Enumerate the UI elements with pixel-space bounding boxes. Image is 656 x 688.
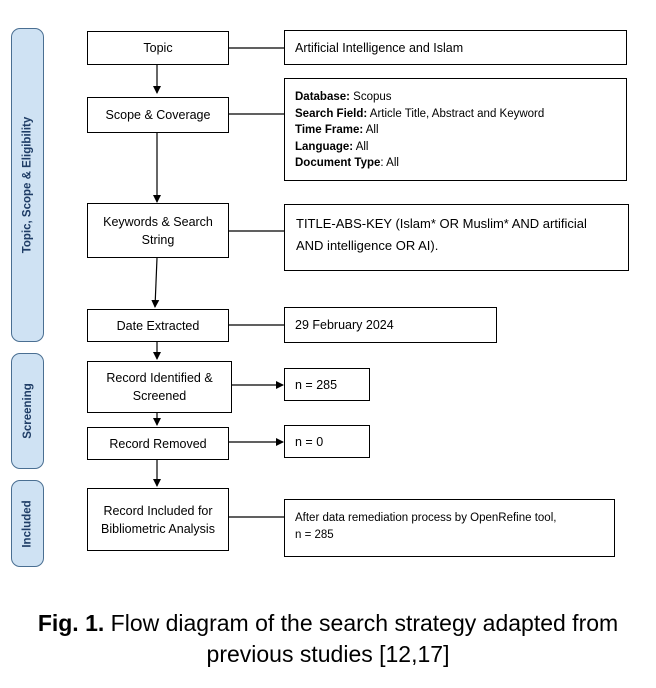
scope-line: Time Frame: All — [295, 124, 379, 136]
flow-connectors — [151, 47, 284, 518]
detail-date-extracted: 29 February 2024 — [284, 307, 497, 343]
step-scope-coverage: Scope & Coverage — [87, 97, 229, 133]
phase-label: Topic, Scope & Eligibility — [21, 116, 34, 254]
detail-topic: Artificial Intelligence and Islam — [284, 30, 627, 65]
detail-record-included: After data remediation process by OpenRe… — [284, 499, 615, 557]
phase-screening: Screening — [11, 353, 44, 469]
step-topic: Topic — [87, 31, 229, 65]
phase-topic-scope-eligibility: Topic, Scope & Eligibility — [11, 28, 44, 342]
step-record-removed: Record Removed — [87, 427, 229, 460]
step-keywords-search-string: Keywords & Search String — [87, 203, 229, 258]
detail-scope-coverage: Database: Scopus Search Field: Article T… — [284, 78, 627, 181]
scope-line: Database: Scopus — [295, 91, 392, 103]
detail-record-removed: n = 0 — [284, 425, 370, 458]
caption-text: Flow diagram of the search strategy adap… — [104, 610, 619, 667]
detail-keywords: TITLE-ABS-KEY (Islam* OR Muslim* AND art… — [284, 204, 629, 271]
phase-included: Included — [11, 480, 44, 567]
figure-caption: Fig. 1. Flow diagram of the search strat… — [0, 608, 656, 670]
step-record-identified: Record Identified & Screened — [87, 361, 232, 413]
scope-line: Language: All — [295, 140, 369, 153]
scope-line: Search Field: Article Title, Abstract an… — [295, 107, 545, 120]
step-record-included: Record Included for Bibliometric Analysi… — [87, 488, 229, 551]
arrow-keywords-date — [151, 257, 160, 308]
phase-label: Screening — [21, 383, 34, 439]
detail-record-identified: n = 285 — [284, 368, 370, 401]
caption-label: Fig. 1. — [37, 610, 105, 636]
phase-label: Included — [21, 499, 34, 548]
scope-line: Document Type: All — [295, 157, 399, 169]
step-date-extracted: Date Extracted — [87, 309, 229, 342]
